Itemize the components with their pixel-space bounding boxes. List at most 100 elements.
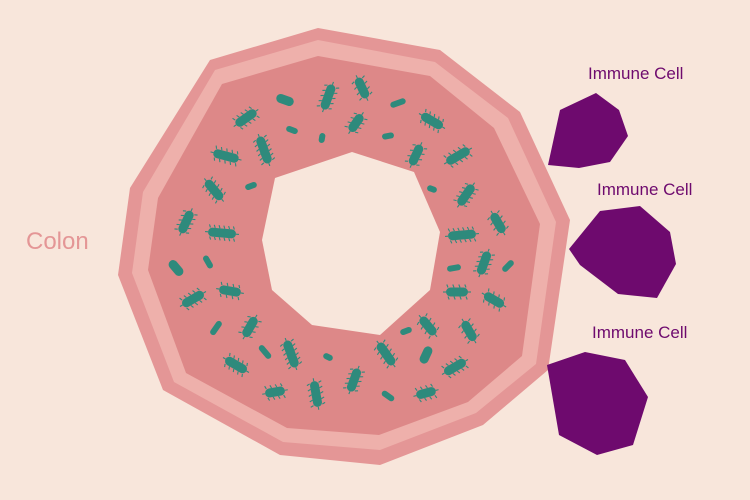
bacteria-body [483,292,505,308]
bacteria-pilus [344,382,349,384]
bacteria-pilus [265,139,269,143]
bacteria-pilus [456,195,460,198]
bacteria-pilus [407,155,411,157]
bacteria-pilus [447,296,450,300]
bacteria-pilus [465,359,469,362]
bacteria-pilus [482,299,485,303]
bacteria-pilus [203,291,207,294]
bacteria-pilus [356,92,360,96]
bacteria-pilus [416,321,420,326]
bacteria-pilus [346,377,350,380]
bacteria-pilus [412,144,416,146]
bacteria-pilus [244,124,248,127]
bacteria-pilus [218,237,221,241]
bacteria-pilus [433,127,435,131]
bacteria-body [235,109,257,127]
bacteria-pilus [433,113,436,118]
bacteria-pilus [213,224,216,229]
bacteria-pilus [228,237,231,242]
bacteria-pilus [248,106,252,110]
bacteria-pilus [424,122,426,126]
bacteria-pilus [361,371,365,373]
bacteria-pilus [488,263,492,266]
bacteria-pilus [350,116,354,119]
bacteria-icon [404,142,428,168]
bacteria-pilus [208,224,211,228]
bacteria-pilus [226,282,229,287]
bacteria-pilus [284,337,287,342]
bacteria-icon [413,383,439,403]
bacteria-pilus [428,335,431,339]
bacteria-pilus [382,339,386,343]
bacteria-pilus [445,363,449,367]
bacteria-pilus [320,391,324,394]
bacteria-pilus [452,372,456,376]
bacteria-pilus [420,326,424,330]
bacteria-icon [458,318,480,344]
bacteria-pilus [475,188,479,191]
bacteria-icon [232,106,260,130]
bacteria-icon [481,288,507,312]
bacteria-pilus [450,164,454,168]
bacteria-pilus [469,153,473,157]
bacteria-icon [174,208,198,236]
bacteria-pilus [223,191,226,196]
bacteria-icon [487,210,509,236]
bacteria-pilus [242,360,244,364]
bacteria-icon [318,133,326,143]
bacteria-pilus [228,366,230,370]
bacteria-pilus [484,273,489,275]
bacteria-pilus [179,232,182,236]
bacteria-pilus [428,124,431,129]
bacteria-pilus [192,218,196,221]
bacteria-pilus [347,121,351,124]
bacteria-pilus [481,292,485,295]
bacteria-pilus [359,97,363,101]
bacteria-pilus [478,256,482,258]
bacteria-pilus [493,305,495,309]
bacteria-pilus [467,318,471,322]
bacteria-pilus [216,288,220,290]
immune-cell-label: Immune Cell [592,323,688,342]
bacteria-pilus [438,116,440,120]
bacteria-icon [419,346,433,364]
bacteria-pilus [210,151,214,154]
bacteria-pilus [437,129,439,134]
bacteria-pilus [357,365,360,369]
bacteria-pilus [366,86,370,90]
bacteria-pilus [261,162,265,166]
bacteria-pilus [205,188,208,193]
bacteria-pilus [488,302,490,306]
bacteria-pilus [257,133,260,138]
bacteria-pilus [231,149,234,154]
bacteria-pilus [277,395,281,400]
bacteria-pilus [182,210,187,212]
bacteria-pilus [213,236,216,241]
bacteria-pilus [413,395,417,397]
bacteria-pilus [490,210,493,214]
bacteria-body [446,147,470,165]
bacteria-pilus [369,91,373,95]
bacteria-pilus [459,239,462,243]
bacteria-pilus [196,287,200,291]
bacteria-pilus [354,131,359,134]
bacteria-pilus [491,254,495,256]
bacteria-pilus [458,284,461,288]
bacteria-pilus [294,347,298,351]
bacteria-pilus [464,156,468,160]
immune-cell-icon [569,206,676,298]
bacteria-pilus [465,365,469,369]
bacteria-pilus [466,226,470,231]
bacteria-icon [416,313,440,339]
bacteria-body [461,320,477,342]
bacteria-icon [238,314,262,340]
bacteria-pilus [448,152,452,156]
bacteria-pilus [321,396,325,400]
bacteria-pilus [462,144,466,148]
bacteria-icon [306,378,326,410]
bacteria-pilus [389,348,392,352]
bacteria-body [416,387,436,399]
bacteria-pilus [449,360,454,364]
bacteria-pilus [226,148,228,152]
bacteria-pilus [286,361,290,365]
